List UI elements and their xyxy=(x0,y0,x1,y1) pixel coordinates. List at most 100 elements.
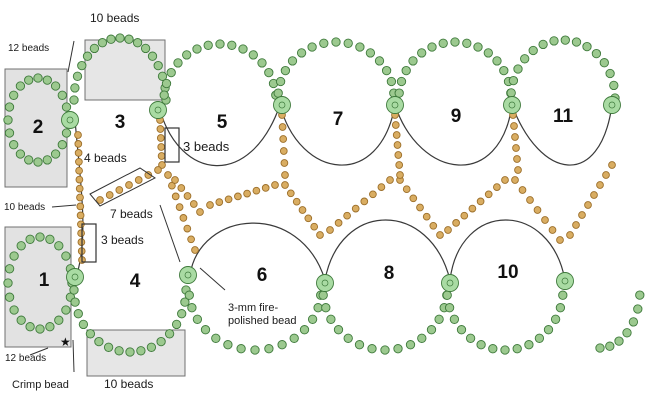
seed-bead xyxy=(193,315,201,323)
gold-bead xyxy=(155,167,162,174)
seed-bead xyxy=(160,91,168,99)
seed-bead xyxy=(409,57,417,65)
gold-bead xyxy=(157,126,164,133)
seed-bead xyxy=(327,315,335,323)
seed-bead xyxy=(281,66,289,74)
gold-bead xyxy=(188,236,195,243)
seed-bead xyxy=(583,42,591,50)
seed-bead xyxy=(51,82,59,90)
seed-bead xyxy=(239,45,247,53)
gold-bead xyxy=(272,182,279,189)
label-ten-beads-top: 10 beads xyxy=(90,11,139,25)
gold-bead xyxy=(410,195,417,202)
seed-bead xyxy=(395,89,403,97)
gold-bead xyxy=(305,215,312,222)
gold-bead xyxy=(396,162,403,169)
seed-bead xyxy=(148,52,156,60)
gold-bead xyxy=(557,237,564,244)
seed-bead xyxy=(74,310,82,318)
seed-bead xyxy=(606,342,614,350)
gold-bead xyxy=(165,172,172,179)
seed-bead xyxy=(115,347,123,355)
gold-bead xyxy=(282,172,289,179)
thread-path xyxy=(160,105,612,166)
gold-bead xyxy=(335,220,342,227)
seed-bead xyxy=(445,304,453,312)
gold-bead xyxy=(585,202,592,209)
seed-bead xyxy=(344,39,352,47)
seed-bead xyxy=(451,38,459,46)
label-twelve-beads-top: 12 beads xyxy=(8,43,49,54)
gold-bead xyxy=(392,122,399,129)
seed-bead xyxy=(188,304,196,312)
seed-bead xyxy=(251,346,259,354)
seed-bead xyxy=(26,235,34,243)
loop-number-11: 11 xyxy=(553,106,574,127)
gold-bead xyxy=(280,148,287,155)
seed-bead xyxy=(55,242,63,250)
fire-polished-bead xyxy=(387,97,404,114)
gold-bead xyxy=(190,201,197,208)
gold-bead xyxy=(184,193,191,200)
fire-polished-bead xyxy=(442,275,459,292)
seed-bead xyxy=(623,329,631,337)
loop-number-3: 3 xyxy=(115,112,126,133)
seed-bead xyxy=(17,316,25,324)
seed-bead xyxy=(300,326,308,334)
seed-bead xyxy=(86,330,94,338)
seed-bead xyxy=(636,291,644,299)
seed-bead xyxy=(79,320,87,328)
seed-bead xyxy=(290,334,298,342)
seed-bead xyxy=(224,341,232,349)
gold-bead xyxy=(573,222,580,229)
seed-bead xyxy=(193,45,201,53)
gold-bead xyxy=(514,156,521,163)
gold-bead xyxy=(361,198,368,205)
gold-bead xyxy=(75,150,82,157)
seed-bead xyxy=(539,40,547,48)
label-crimp-bead: Crimp bead xyxy=(12,379,69,391)
seed-bead xyxy=(265,68,273,76)
seed-bead xyxy=(525,341,533,349)
gold-bead xyxy=(445,227,452,234)
gold-bead xyxy=(76,176,83,183)
seed-bead xyxy=(73,72,81,80)
seed-bead xyxy=(78,61,86,69)
seed-bead xyxy=(185,291,193,299)
gold-bead xyxy=(515,167,522,174)
fire-polished-bead xyxy=(274,97,291,114)
seed-bead xyxy=(165,330,173,338)
seed-bead xyxy=(308,43,316,51)
gold-bead xyxy=(178,185,185,192)
gold-bead xyxy=(477,198,484,205)
seed-bead xyxy=(43,76,51,84)
fire-polished-bead xyxy=(557,273,574,290)
seed-bead xyxy=(344,334,352,342)
seed-bead xyxy=(104,343,112,351)
seed-bead xyxy=(62,252,70,260)
seed-bead xyxy=(51,150,59,158)
seed-bead xyxy=(265,345,273,353)
gold-bead xyxy=(244,190,251,197)
seed-bead xyxy=(26,323,34,331)
seed-bead xyxy=(489,345,497,353)
seed-bead xyxy=(439,39,447,47)
seed-bead xyxy=(513,345,521,353)
gold-bead xyxy=(370,191,377,198)
gold-bead xyxy=(423,213,430,220)
seed-bead xyxy=(58,141,66,149)
fire-polished-bead xyxy=(317,275,334,292)
seed-bead xyxy=(308,315,316,323)
seed-bead xyxy=(501,346,509,354)
gold-bead xyxy=(344,212,351,219)
gold-bead xyxy=(172,193,179,200)
gold-bead xyxy=(176,204,183,211)
seed-bead xyxy=(10,141,18,149)
gold-bead xyxy=(352,205,359,212)
seed-bead xyxy=(561,36,569,44)
label-seven-beads: 7 beads xyxy=(110,207,153,221)
seed-bead xyxy=(125,35,133,43)
gold-bead xyxy=(77,212,84,219)
gold-bead xyxy=(180,215,187,222)
